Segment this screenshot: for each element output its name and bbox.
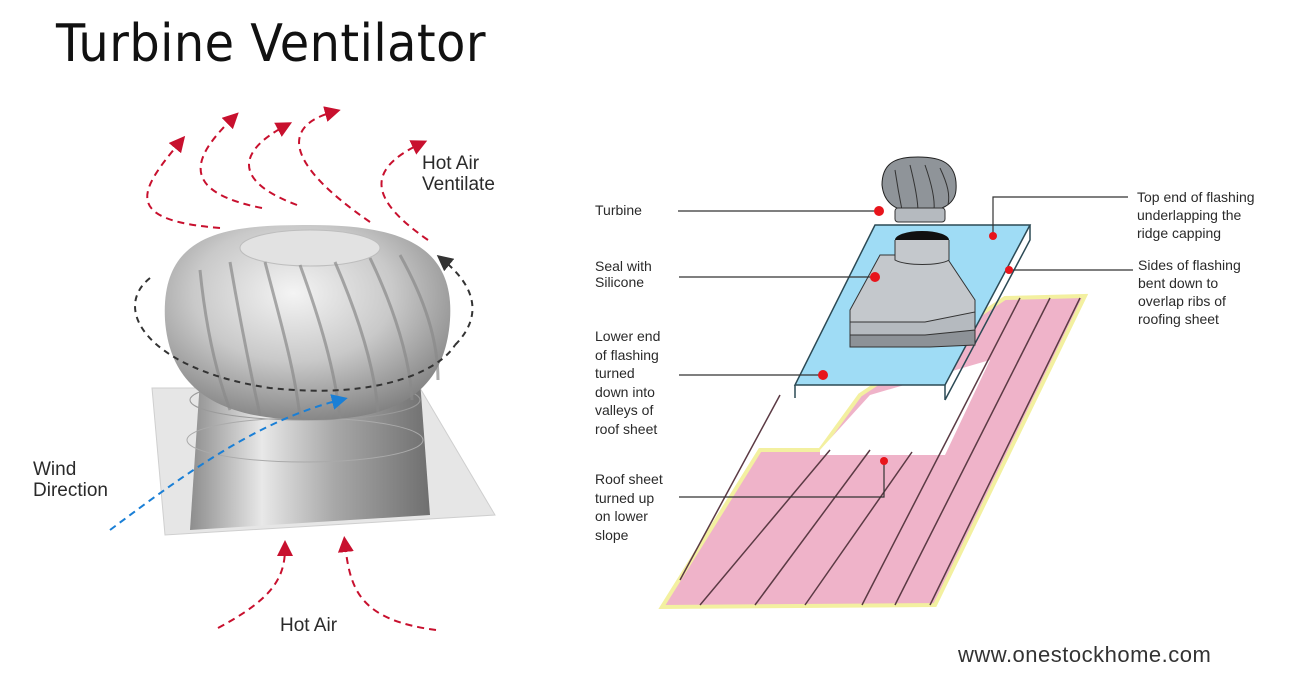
page-title: Turbine Ventilator <box>56 14 486 74</box>
callout-turbine: Turbine <box>595 202 642 218</box>
website-url: www.onestockhome.com <box>958 642 1212 667</box>
callout-markers <box>818 206 1013 465</box>
hot-air-ventilate-label: Hot Air Ventilate <box>422 153 495 195</box>
hot-air-label: Hot Air <box>280 615 338 636</box>
wind-direction-label: Wind Direction <box>33 459 108 501</box>
